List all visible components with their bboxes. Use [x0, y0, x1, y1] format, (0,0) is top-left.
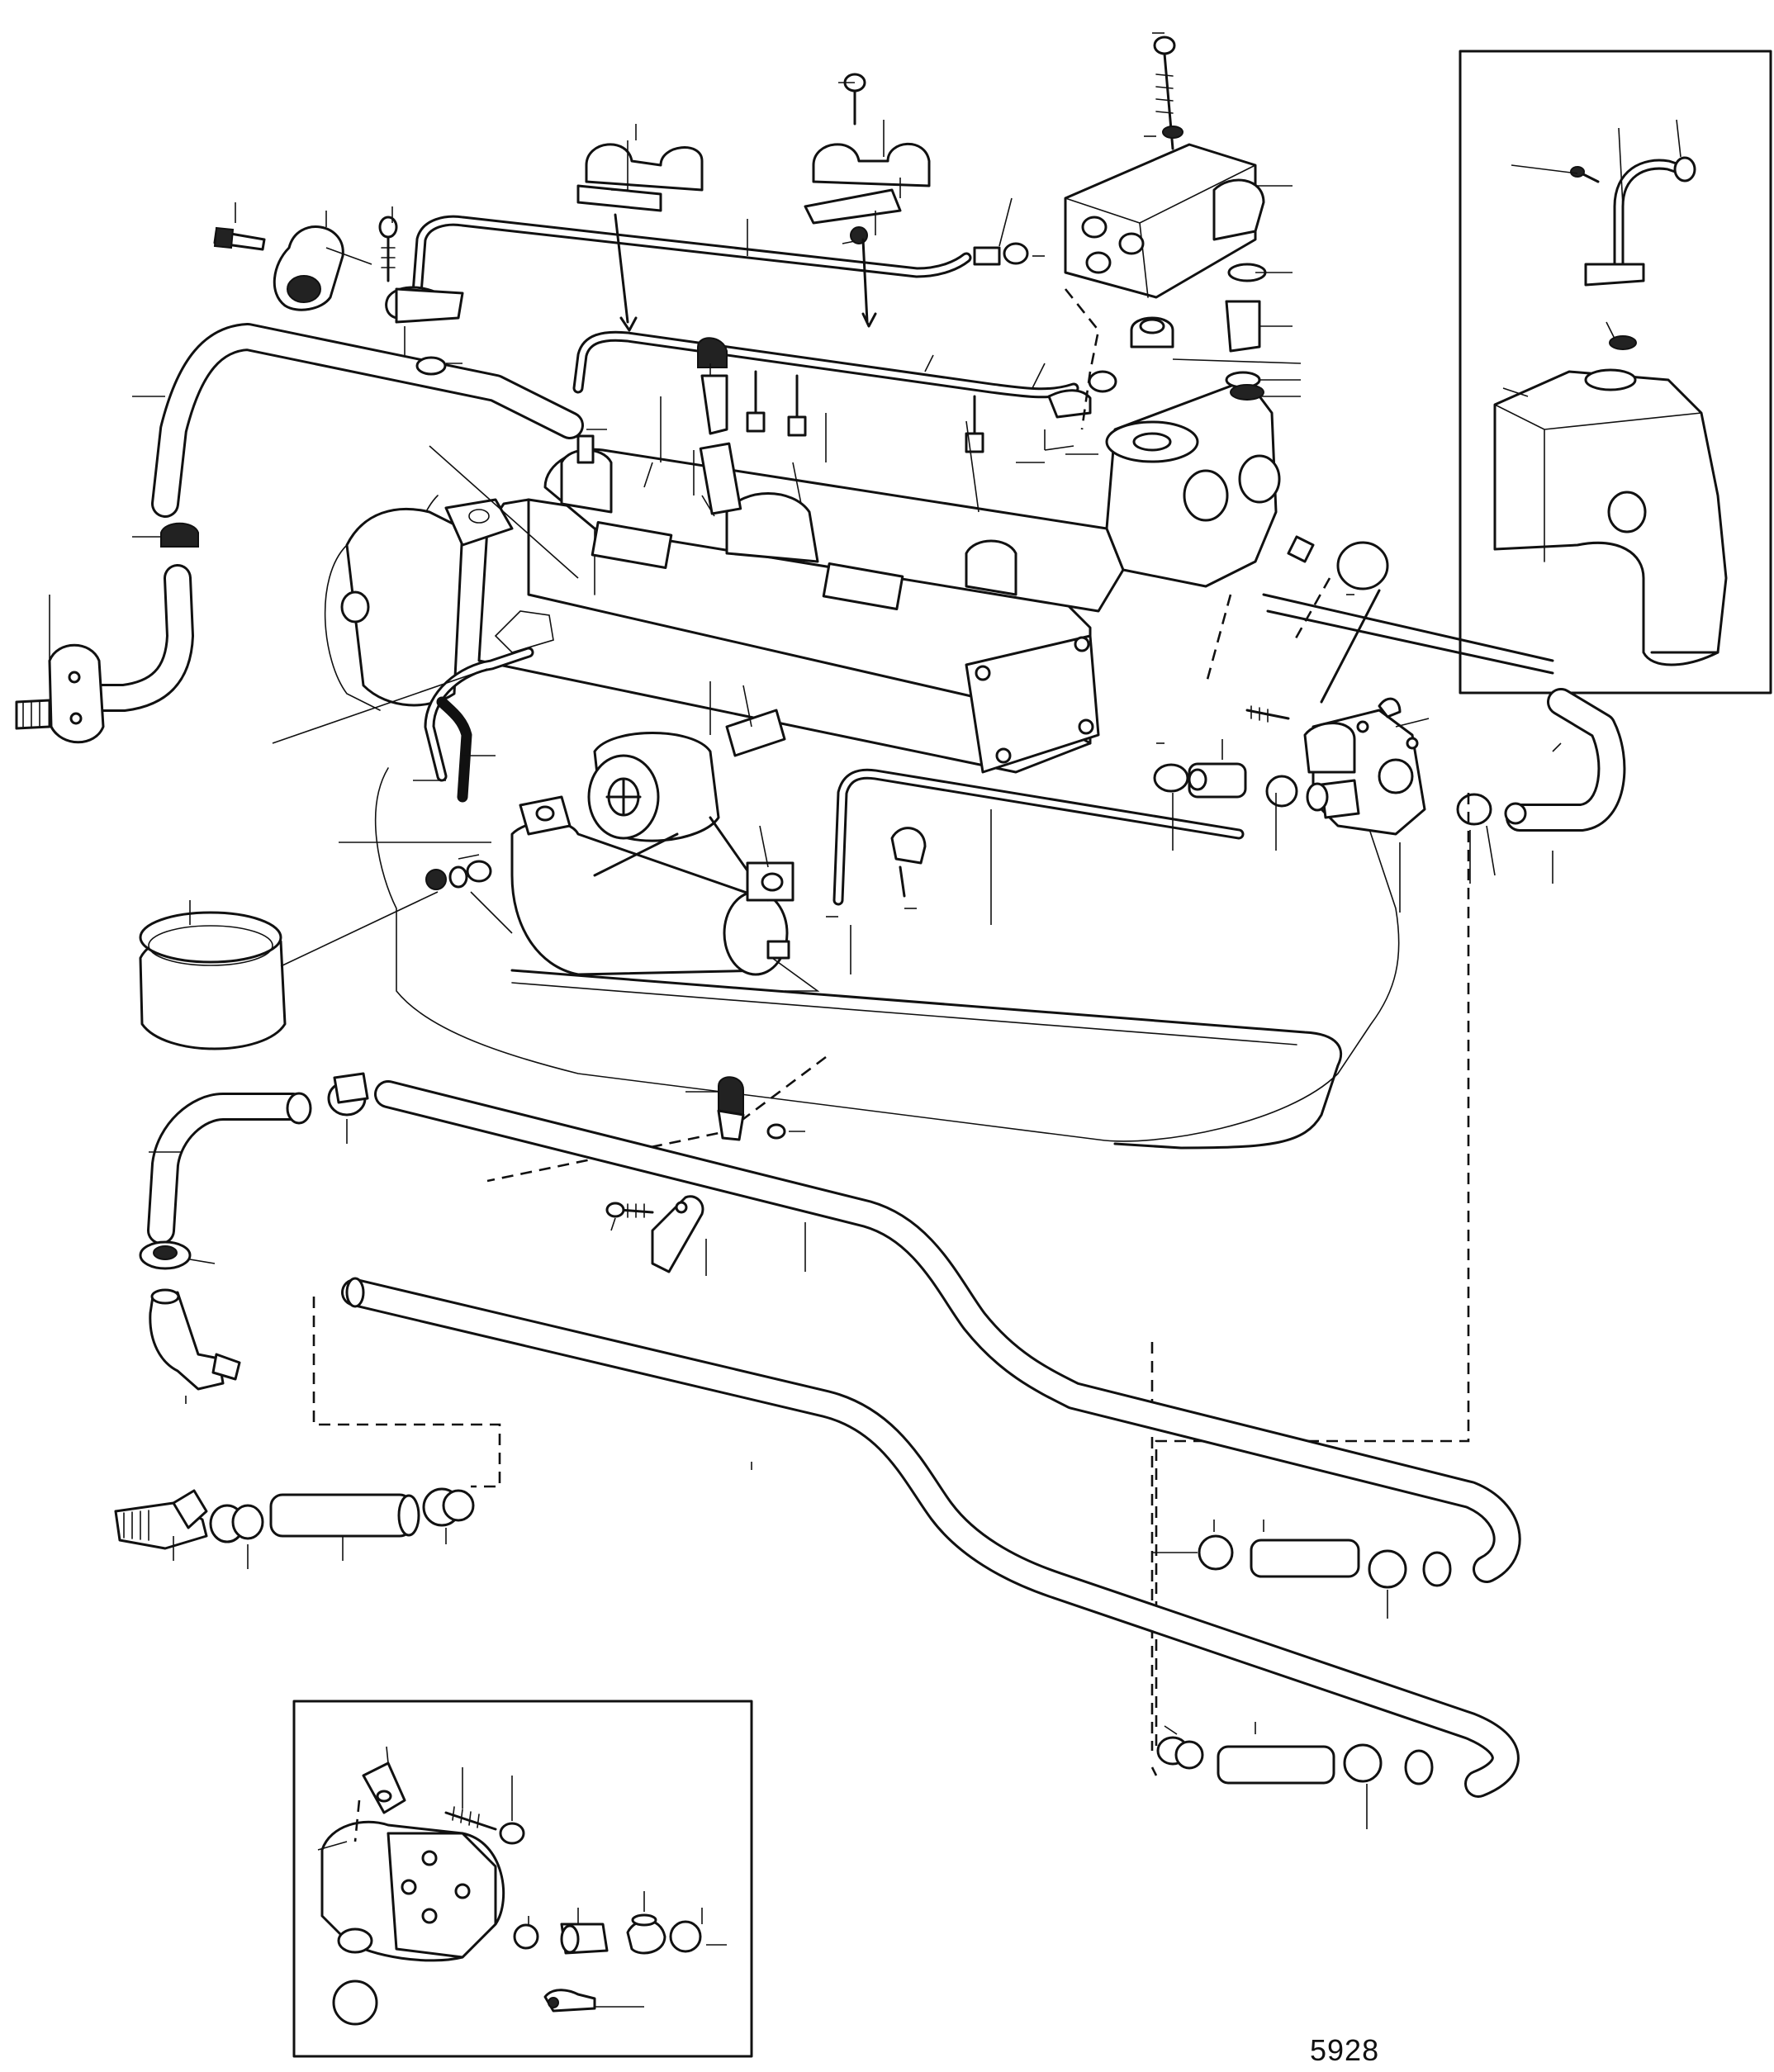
- mid-pipes: [424, 610, 1245, 906]
- injector-pipes: [746, 370, 984, 453]
- dashed-connections: [312, 577, 1470, 1776]
- inset-top-right: [1459, 50, 1772, 695]
- right-hose-rows: [1156, 1534, 1452, 1785]
- engine-block: [324, 378, 1400, 1150]
- oil-filter: [139, 911, 287, 1050]
- top-clamps: [576, 73, 931, 332]
- oil-cooler-assembly: [425, 709, 795, 976]
- left-hose-assembly: [15, 216, 584, 744]
- figure-number: 5928: [1310, 2033, 1380, 2067]
- thermostat-housing: [1064, 36, 1267, 430]
- bottom-fittings-row: [114, 1487, 475, 1550]
- inset-bottom-left: [292, 1700, 753, 2058]
- leader-lines: [49, 32, 1682, 2008]
- coolant-pipes-top: [385, 215, 1117, 515]
- bottom-left-hoses: [139, 1072, 1521, 1798]
- sea-water-pump: [1153, 535, 1626, 836]
